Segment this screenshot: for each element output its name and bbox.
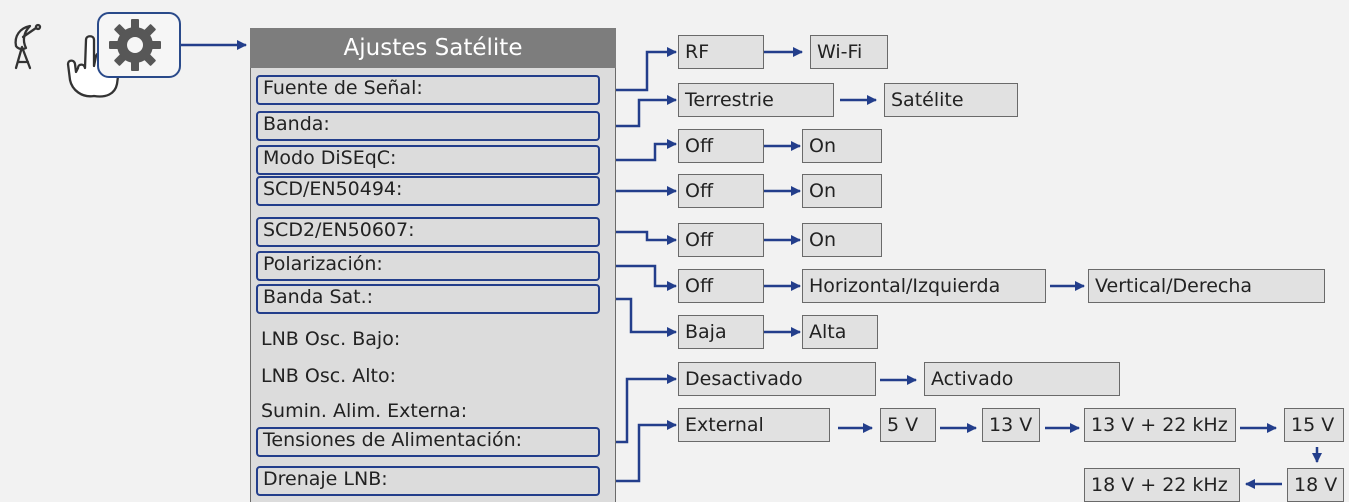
option-diseqc-on[interactable]: On — [802, 129, 882, 163]
connector-lnb-drain — [601, 420, 677, 483]
connector-diseqc — [601, 139, 677, 162]
option-terrestrial[interactable]: Terrestrie — [678, 83, 834, 117]
option-18v[interactable]: 18 V — [1287, 468, 1344, 502]
option-activated[interactable]: Activado — [924, 362, 1120, 396]
menu-item-band[interactable]: Banda: — [256, 111, 600, 141]
option-polarization-off[interactable]: Off — [678, 269, 764, 303]
gear-icon — [109, 19, 161, 71]
option-13v-22khz[interactable]: 13 V + 22 kHz — [1084, 408, 1236, 442]
option-satellite[interactable]: Satélite — [884, 83, 1018, 117]
menu-item-external-power[interactable]: Sumin. Alim. Externa: — [261, 400, 468, 422]
option-sat-band-high[interactable]: Alta — [802, 315, 878, 349]
settings-button[interactable] — [97, 12, 181, 78]
option-wifi[interactable]: Wi-Fi — [810, 35, 888, 69]
option-deactivated[interactable]: Desactivado — [678, 362, 876, 396]
panel-title: Ajustes Satélite — [250, 28, 616, 68]
option-13v[interactable]: 13 V — [982, 408, 1040, 442]
option-sat-band-low[interactable]: Baja — [678, 315, 764, 349]
menu-item-sat-band[interactable]: Banda Sat.: — [256, 284, 600, 314]
option-rf[interactable]: RF — [678, 35, 764, 69]
satellite-settings-panel — [250, 28, 616, 502]
connector-scd2 — [601, 230, 677, 245]
option-scd2-on[interactable]: On — [802, 223, 882, 257]
option-scd-off[interactable]: Off — [678, 174, 764, 208]
option-external[interactable]: External — [678, 408, 830, 442]
option-vertical-right[interactable]: Vertical/Derecha — [1088, 269, 1325, 303]
menu-item-supply-voltages[interactable]: Tensiones de Alimentación: — [256, 427, 600, 457]
menu-item-scd2[interactable]: SCD2/EN50607: — [256, 217, 600, 247]
connector-polarization — [601, 264, 677, 291]
option-15v[interactable]: 15 V — [1284, 408, 1344, 442]
menu-item-polarization[interactable]: Polarización: — [256, 251, 600, 281]
menu-item-lnb-osc-high[interactable]: LNB Osc. Alto: — [261, 365, 397, 387]
option-scd-on[interactable]: On — [802, 174, 882, 208]
option-diseqc-off[interactable]: Off — [678, 129, 764, 163]
connector-sat-band — [601, 297, 677, 337]
menu-item-lnb-osc-low[interactable]: LNB Osc. Bajo: — [261, 328, 401, 350]
satellite-dish-icon — [14, 23, 42, 70]
option-5v[interactable]: 5 V — [880, 408, 936, 442]
menu-item-lnb-drain[interactable]: Drenaje LNB: — [256, 466, 600, 496]
menu-item-scd[interactable]: SCD/EN50494: — [256, 176, 600, 206]
connector-signal-source — [601, 47, 677, 92]
option-horizontal-left[interactable]: Horizontal/Izquierda — [802, 269, 1046, 303]
option-18v-22khz[interactable]: 18 V + 22 kHz — [1084, 468, 1240, 502]
menu-item-diseqc-mode[interactable]: Modo DiSEqC: — [256, 145, 600, 175]
option-scd2-off[interactable]: Off — [678, 223, 764, 257]
connector-band — [601, 95, 677, 128]
menu-item-signal-source[interactable]: Fuente de Señal: — [256, 75, 600, 105]
